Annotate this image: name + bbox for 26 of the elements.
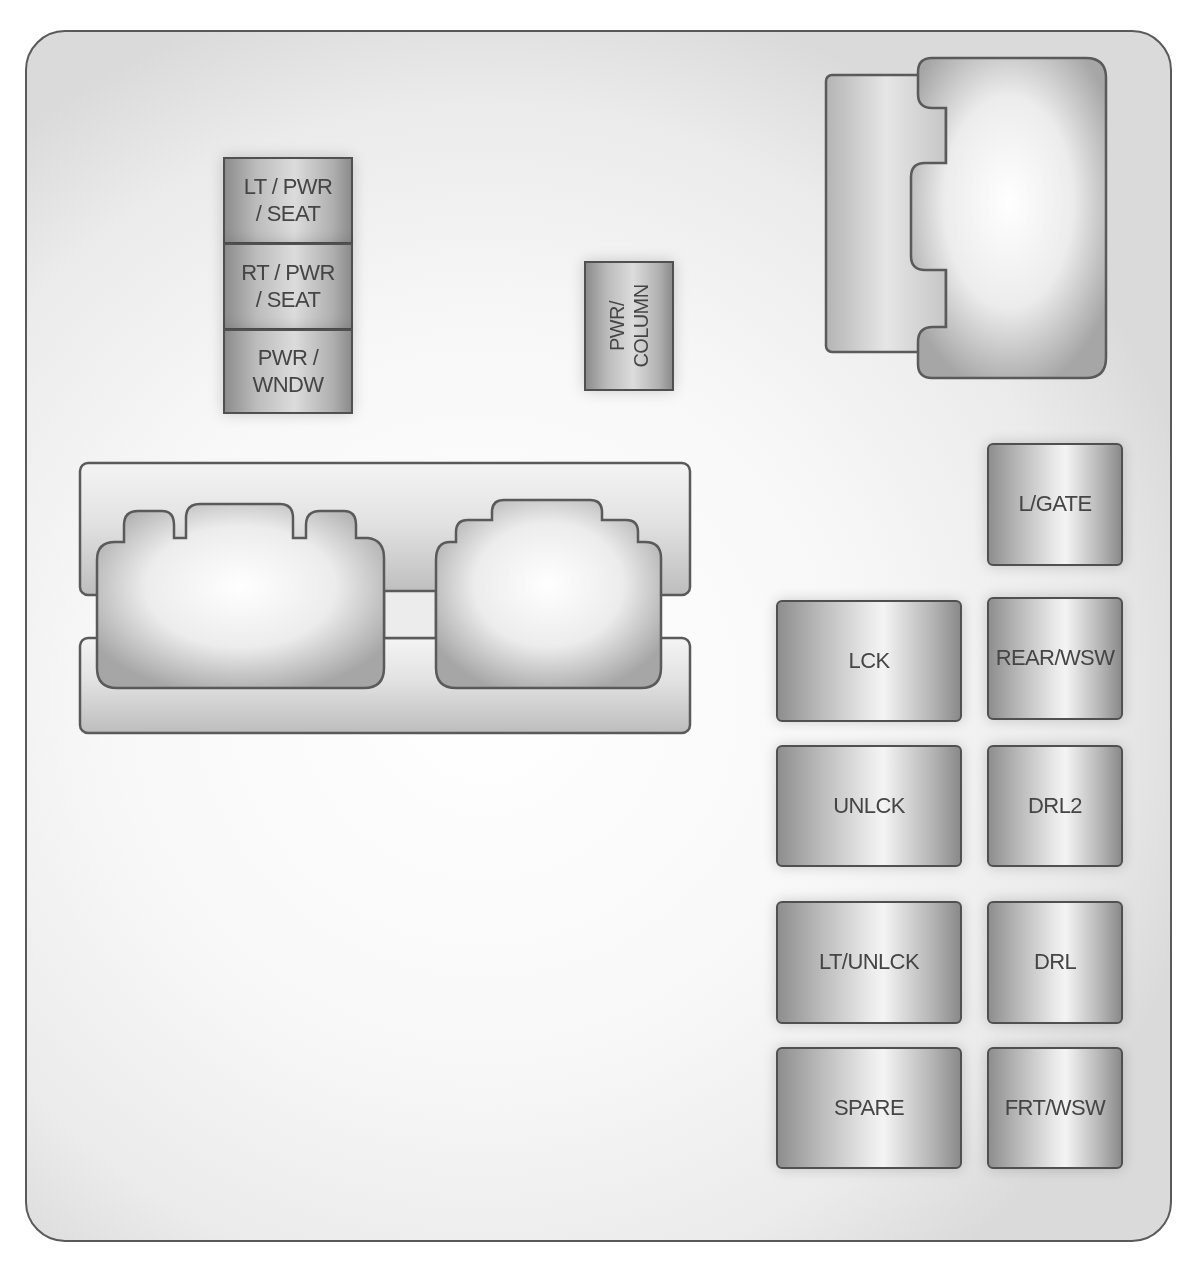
fuse: [223, 243, 353, 330]
fuse-label: FRT/WSW: [1004, 1094, 1106, 1122]
fuse-label: DRL: [1033, 949, 1077, 976]
fuse-label: LT / PWR / SEAT: [242, 174, 334, 227]
fuse-label: L/GATE: [1018, 491, 1092, 518]
fuse-label: PWR/ COLUMN: [605, 283, 653, 370]
fuse-label: UNLCK: [833, 792, 905, 820]
fuse: [776, 901, 962, 1024]
fuse-label: PWR / WNDW: [251, 345, 325, 398]
fuse: [987, 1047, 1123, 1169]
fuse-label: LT/UNLCK: [819, 949, 919, 976]
fuse: [987, 597, 1123, 720]
fuse: [776, 1047, 962, 1169]
fuse: [987, 901, 1123, 1024]
fuse: [987, 745, 1123, 867]
fuse-label: REAR/WSW: [995, 645, 1115, 672]
fuse-label: SPARE: [834, 1094, 904, 1122]
fuse: [584, 261, 674, 391]
fuse: [776, 600, 962, 722]
fuse: [223, 329, 353, 414]
fuse-label: LCK: [848, 647, 890, 675]
fuse: [987, 443, 1123, 566]
fuse: [223, 157, 353, 244]
fuse: [776, 745, 962, 867]
fuse-label: DRL2: [1028, 792, 1082, 820]
fuse-label: RT / PWR / SEAT: [240, 260, 336, 313]
